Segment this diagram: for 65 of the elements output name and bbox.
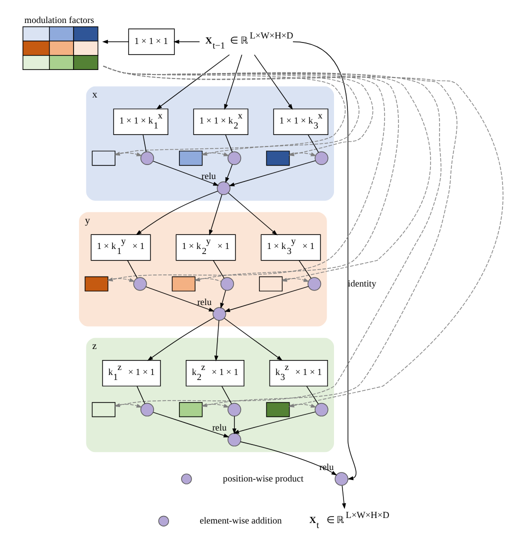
node-box xyxy=(92,150,116,166)
node-box xyxy=(266,402,290,418)
arrow xyxy=(232,416,236,434)
node-circle xyxy=(314,151,328,165)
legend-label: position-wise product xyxy=(222,474,304,484)
arrow xyxy=(156,54,230,110)
arrow xyxy=(152,412,230,438)
arrow xyxy=(224,318,283,361)
node-circle xyxy=(228,402,242,416)
node-box xyxy=(92,402,116,418)
arrow xyxy=(228,160,316,186)
arrow xyxy=(102,40,129,44)
node-circle xyxy=(308,277,322,291)
arrow xyxy=(152,160,219,186)
arrow xyxy=(108,278,136,282)
connector xyxy=(127,260,138,278)
node-circle xyxy=(133,277,147,291)
arrow xyxy=(220,290,226,309)
connector xyxy=(142,134,147,152)
arrow xyxy=(233,412,316,434)
arrow xyxy=(225,164,233,184)
node-label: relu xyxy=(197,298,212,308)
arrow xyxy=(289,404,317,408)
legend-label: element-wise addition xyxy=(200,516,282,527)
connector xyxy=(306,386,319,404)
arrow xyxy=(289,152,317,156)
node-circle xyxy=(212,307,226,321)
arrow xyxy=(136,190,218,236)
node-box xyxy=(179,402,203,418)
node-circle xyxy=(228,151,242,165)
arrow xyxy=(147,317,214,361)
arrow xyxy=(228,192,278,236)
node-circle xyxy=(228,432,242,446)
connector xyxy=(136,386,146,404)
arrow xyxy=(214,320,220,362)
connector xyxy=(221,386,232,404)
node-circle xyxy=(314,402,328,416)
node-box xyxy=(84,276,108,292)
node-label: relu xyxy=(202,172,216,182)
arrow xyxy=(254,54,293,110)
arrow xyxy=(224,286,309,312)
connector xyxy=(212,260,224,278)
arrow xyxy=(173,40,200,44)
node-circle xyxy=(216,181,230,195)
arrow xyxy=(146,286,215,312)
connector xyxy=(298,260,312,279)
arrow xyxy=(342,485,346,510)
node-circle xyxy=(140,402,154,416)
node-circle xyxy=(140,151,154,165)
arrow xyxy=(224,54,242,110)
arrow xyxy=(240,441,338,476)
connector xyxy=(308,134,319,153)
node-circle xyxy=(220,277,234,291)
node-box: 1 × 1 × 1 xyxy=(128,28,175,55)
node-box xyxy=(179,150,203,166)
arrow xyxy=(209,194,222,236)
node-box xyxy=(266,150,290,166)
node-label: relu xyxy=(212,424,227,434)
node-box xyxy=(172,276,196,292)
arrow xyxy=(292,41,356,480)
node-box xyxy=(259,276,283,292)
arrow xyxy=(282,278,310,282)
node-circle xyxy=(334,472,348,486)
node-label: modulation factors xyxy=(24,16,94,26)
connector xyxy=(225,134,233,152)
